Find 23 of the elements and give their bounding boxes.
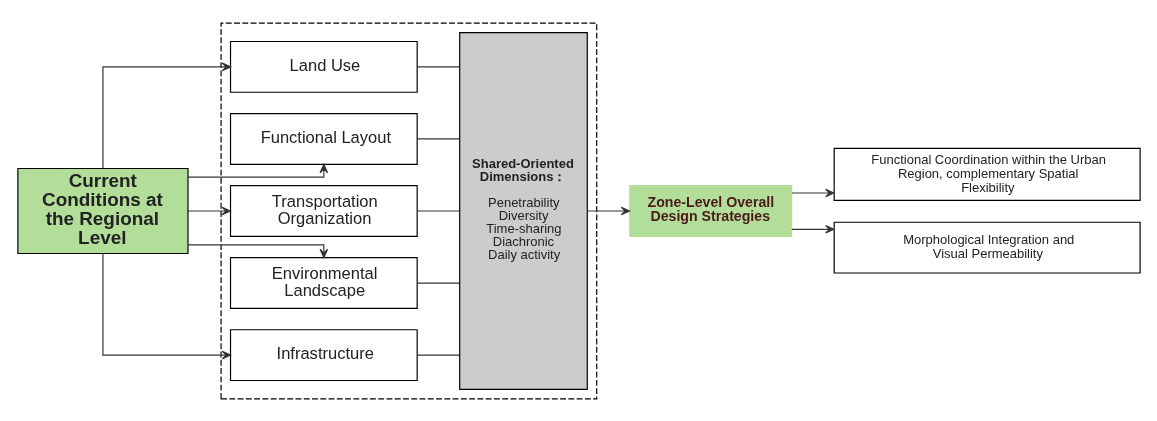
connector <box>416 65 460 67</box>
node-box: Current Conditions at the Regional Level <box>16 167 189 254</box>
node-box: Functional Coordination within the Urban Region, complementary Spatial Flexibility <box>833 147 1141 201</box>
connector <box>416 209 460 212</box>
node-box: Zone-Level Overall Design Strategies <box>628 184 792 237</box>
node-box: Shared-Oriented Dimensions： Penetrability Diversity Time-sharing Diachronic Daily activity <box>458 31 588 390</box>
arrow <box>790 188 834 197</box>
arrow <box>186 163 328 178</box>
arrow <box>790 224 834 234</box>
arrow <box>586 206 630 215</box>
connector <box>416 354 460 356</box>
arrow <box>186 206 231 215</box>
node-box: Morphological Integration and Visual Permeability <box>833 221 1141 274</box>
node-box: Land Use <box>229 40 418 93</box>
node-box: Functional Layout <box>229 112 418 165</box>
node-box: Transportation Organization <box>229 184 418 237</box>
node-box: Infrastructure <box>229 328 418 381</box>
connector <box>416 137 460 140</box>
connector <box>416 281 460 284</box>
arrow <box>186 243 328 258</box>
arrow <box>101 62 231 169</box>
node-box: Environmental Landscape <box>229 256 418 309</box>
arrow <box>101 252 231 359</box>
